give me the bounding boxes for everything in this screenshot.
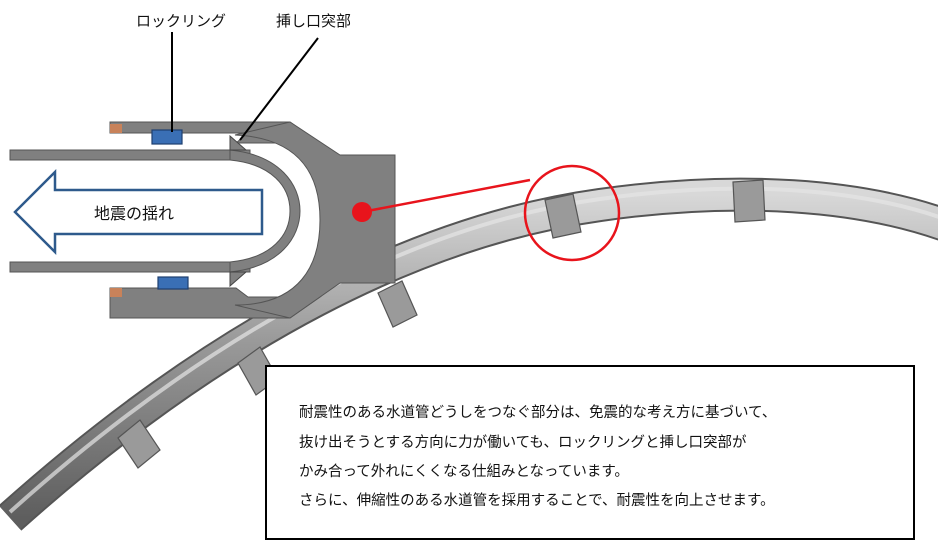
spigot-projection-label: 挿し口突部 [276,12,352,30]
explanation-line: さらに、伸縮性のある水道管を採用することで、耐震性を向上させます。 [299,493,775,509]
lock-ring [157,276,189,290]
shake-arrow [13,168,264,256]
explanation-line: かみ合って外れにくくなる仕組みとなっています。 [299,464,629,480]
curved-pipe [0,177,938,531]
lock-ring [151,129,183,145]
pipe-joint [732,179,766,223]
copper-seal [110,124,122,133]
explanation-line: 耐震性のある水道管どうしをつなぐ部分は、免震的な考え方に基づいて、 [299,405,777,421]
pipe-joint [377,280,418,328]
joint-cross-section [9,121,396,319]
spigot-projection [229,134,248,151]
copper-seal [110,288,122,297]
pipe-joint [117,419,161,469]
pipe-joints [117,179,766,469]
shake-arrow-label: 地震の揺れ [94,204,175,223]
spigot-projection [229,271,248,288]
callout-circle [523,164,621,262]
explanation-line: 抜け出そうとする方向に力が働いても、ロックリングと挿し口突部が [299,435,747,451]
pipe-joint [544,193,582,239]
explanation-box: 耐震性のある水道管どうしをつなぐ部分は、免震的な考え方に基づいて、 抜け出そうと… [265,365,915,540]
lock-ring-label: ロックリング [136,12,227,30]
callout-line [361,178,531,214]
leader-line-spigot [239,37,319,141]
